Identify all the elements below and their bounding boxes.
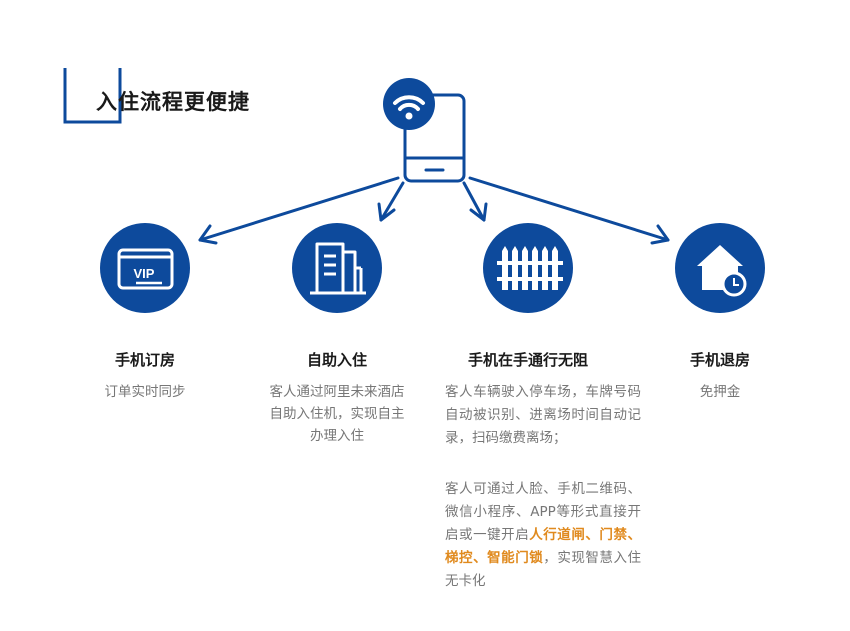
vip-label: VIP xyxy=(134,266,155,281)
feature-access-para-1: 客人车辆驶入停车场，车牌号码自动被识别、进离场时间自动记录，扫码缴费离场； xyxy=(445,384,641,446)
feature-checkout-desc: 免押金 xyxy=(699,384,741,400)
page-title: 入住流程更便捷 xyxy=(96,90,250,114)
arrow-to-checkout xyxy=(468,176,670,242)
feature-checkin-desc: 客人通过阿里未来酒店自助入住机，实现自主办理入住 xyxy=(269,384,405,444)
building-icon xyxy=(292,223,382,313)
para-2-text-pre: 客人可通过人脸、手机二维码、微信小程序、APP等形式直接开启或一键开启 xyxy=(445,481,641,543)
feature-booking-desc: 订单实时同步 xyxy=(104,384,186,400)
arrowhead-access xyxy=(469,202,488,222)
arrow-to-access xyxy=(462,181,486,222)
title-bracket xyxy=(63,68,122,124)
para-2-text-post: ，实现智慧入住无卡化 xyxy=(445,550,642,589)
arrowhead-checkin xyxy=(377,202,396,222)
smartphone-wifi-icon xyxy=(383,78,466,183)
connector-arrows xyxy=(198,176,670,245)
arrow-to-booking xyxy=(198,176,400,242)
feature-booking-title: 手机订房 xyxy=(114,351,175,369)
arrowhead-booking xyxy=(198,224,218,245)
feature-access-para-2: 客人可通过人脸、手机二维码、微信小程序、APP等形式直接开启或一键开启人行道闸、… xyxy=(445,478,641,593)
feature-checkin-title: 自助入住 xyxy=(306,351,367,369)
feature-checkout-title: 手机退房 xyxy=(689,351,750,369)
para-2-highlight: 人行道闸、门禁、梯控、智能门锁 xyxy=(445,527,642,566)
arrow-to-checkin xyxy=(379,181,405,222)
vip-card-icon: VIP xyxy=(100,223,190,313)
house-clock-icon xyxy=(675,223,765,313)
feature-access-title: 手机在手通行无阻 xyxy=(467,351,588,369)
fence-gate-icon xyxy=(483,223,573,313)
arrowhead-checkout xyxy=(650,224,670,245)
